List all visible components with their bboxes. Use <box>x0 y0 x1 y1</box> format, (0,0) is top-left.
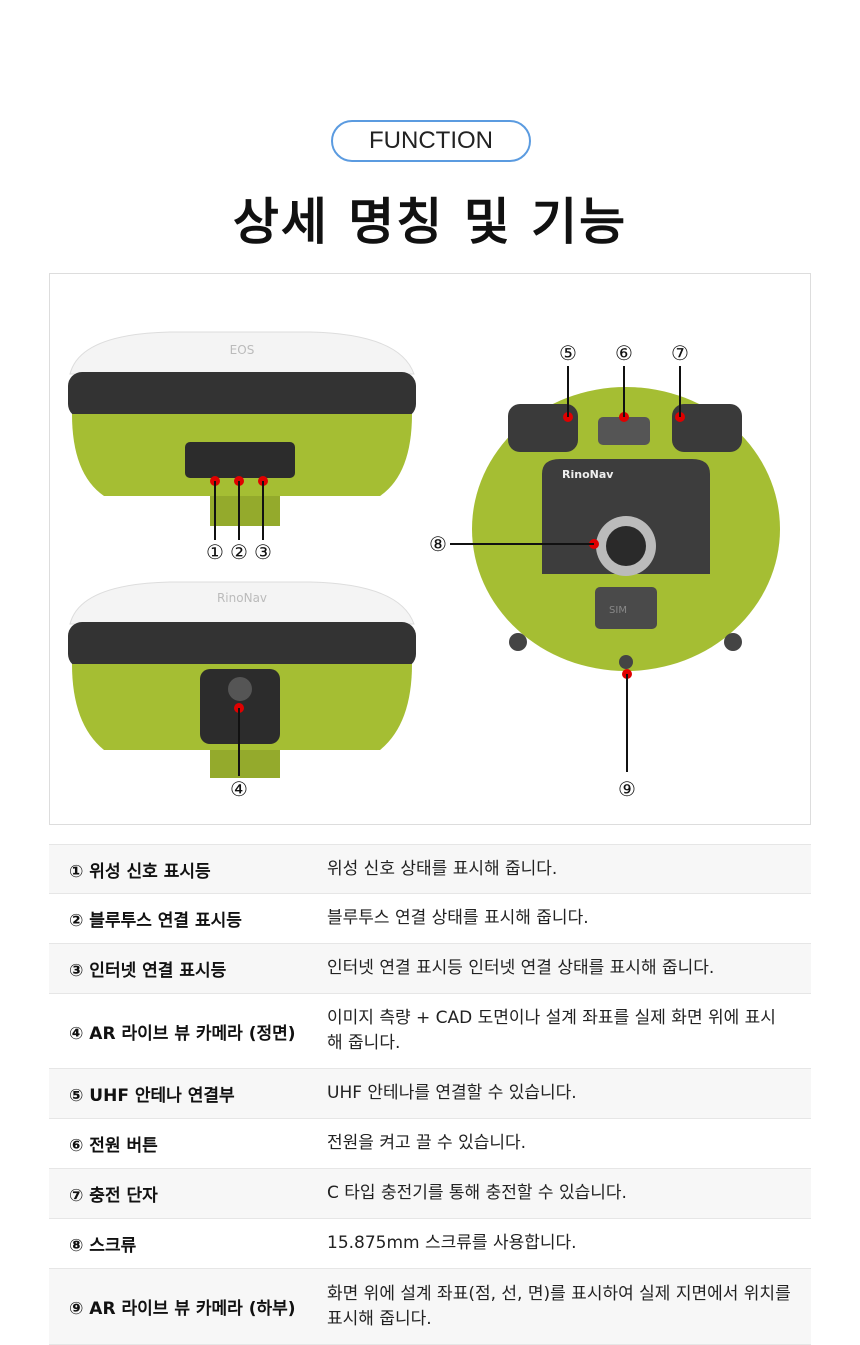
table-row: ④ AR 라이브 뷰 카메라 (정면) 이미지 측량 + CAD 도면이나 설계 … <box>49 994 811 1069</box>
callout-8: ⑧ <box>429 532 447 556</box>
callout-4: ④ <box>230 777 248 801</box>
page-title: 상세 명칭 및 기능 <box>232 193 628 251</box>
back-logo: RinoNav <box>217 591 267 605</box>
front-logo: EOS <box>230 343 255 357</box>
receiver-bottom-view: RinoNav SIM ⑤ ⑥ ⑦ ⑧ ⑨ <box>429 341 780 801</box>
callout-2: ② <box>230 540 248 564</box>
part-name: ⑦ 충전 단자 <box>69 1186 158 1206</box>
part-description: 블루투스 연결 상태를 표시해 줍니다. <box>327 908 589 928</box>
callout-6: ⑥ <box>615 341 633 365</box>
part-description: 화면 위에 설계 좌표(점, 선, 면)를 표시하여 실제 지면에서 위치를 표… <box>327 1283 791 1329</box>
part-description: 전원을 켜고 끌 수 있습니다. <box>327 1133 527 1153</box>
table-row: ① 위성 신호 표시등 위성 신호 상태를 표시해 줍니다. <box>49 845 811 894</box>
product-figure: EOS ① ② ③ RinoNav ④ <box>49 273 811 825</box>
callout-5: ⑤ <box>559 341 577 365</box>
table-row: ⑥ 전원 버튼 전원을 켜고 끌 수 있습니다. <box>49 1119 811 1169</box>
function-table: ① 위성 신호 표시등 위성 신호 상태를 표시해 줍니다. ② 블루투스 연결 … <box>49 844 811 1345</box>
callout-7: ⑦ <box>671 341 689 365</box>
part-name: ③ 인터넷 연결 표시등 <box>69 961 227 981</box>
part-description: 15.875mm 스크류를 사용합니다. <box>327 1233 577 1253</box>
part-name: ① 위성 신호 표시등 <box>69 861 211 882</box>
part-name: ⑥ 전원 버튼 <box>69 1136 158 1156</box>
label-brand: RinoNav <box>562 468 614 481</box>
table-row: ⑤ UHF 안테나 연결부 UHF 안테나를 연결할 수 있습니다. <box>49 1069 811 1119</box>
table-row: ③ 인터넷 연결 표시등 인터넷 연결 표시등 인터넷 연결 상태를 표시해 줍니… <box>49 944 811 994</box>
callout-3: ③ <box>254 540 272 564</box>
sim-label: SIM <box>609 605 627 616</box>
part-description: UHF 안테나를 연결할 수 있습니다. <box>327 1083 577 1103</box>
receiver-front-view: EOS ① ② ③ <box>68 331 416 564</box>
part-name: ⑤ UHF 안테나 연결부 <box>69 1086 235 1106</box>
table-row: ② 블루투스 연결 표시등 블루투스 연결 상태를 표시해 줍니다. <box>49 894 811 944</box>
part-description: 인터넷 연결 표시등 인터넷 연결 상태를 표시해 줍니다. <box>327 958 715 978</box>
callout-9: ⑨ <box>618 777 636 801</box>
function-badge: FUNCTION <box>331 120 531 162</box>
part-name: ⑧ 스크류 <box>69 1236 137 1256</box>
part-name: ⑨ AR 라이브 뷰 카메라 (하부) <box>69 1299 296 1319</box>
part-name: ② 블루투스 연결 표시등 <box>69 911 242 931</box>
table-row: ⑨ AR 라이브 뷰 카메라 (하부) 화면 위에 설계 좌표(점, 선, 면)를… <box>49 1269 811 1345</box>
receiver-side-view: RinoNav ④ <box>68 581 416 801</box>
part-name: ④ AR 라이브 뷰 카메라 (정면) <box>69 1023 296 1044</box>
table-row: ⑧ 스크류 15.875mm 스크류를 사용합니다. <box>49 1219 811 1269</box>
part-description: 위성 신호 상태를 표시해 줍니다. <box>327 858 558 879</box>
part-description: 이미지 측량 + CAD 도면이나 설계 좌표를 실제 화면 위에 표시해 줍니… <box>327 1008 776 1053</box>
table-row: ⑦ 충전 단자 C 타입 충전기를 통해 충전할 수 있습니다. <box>49 1169 811 1219</box>
part-description: C 타입 충전기를 통해 충전할 수 있습니다. <box>327 1183 627 1203</box>
callout-1: ① <box>206 540 224 564</box>
